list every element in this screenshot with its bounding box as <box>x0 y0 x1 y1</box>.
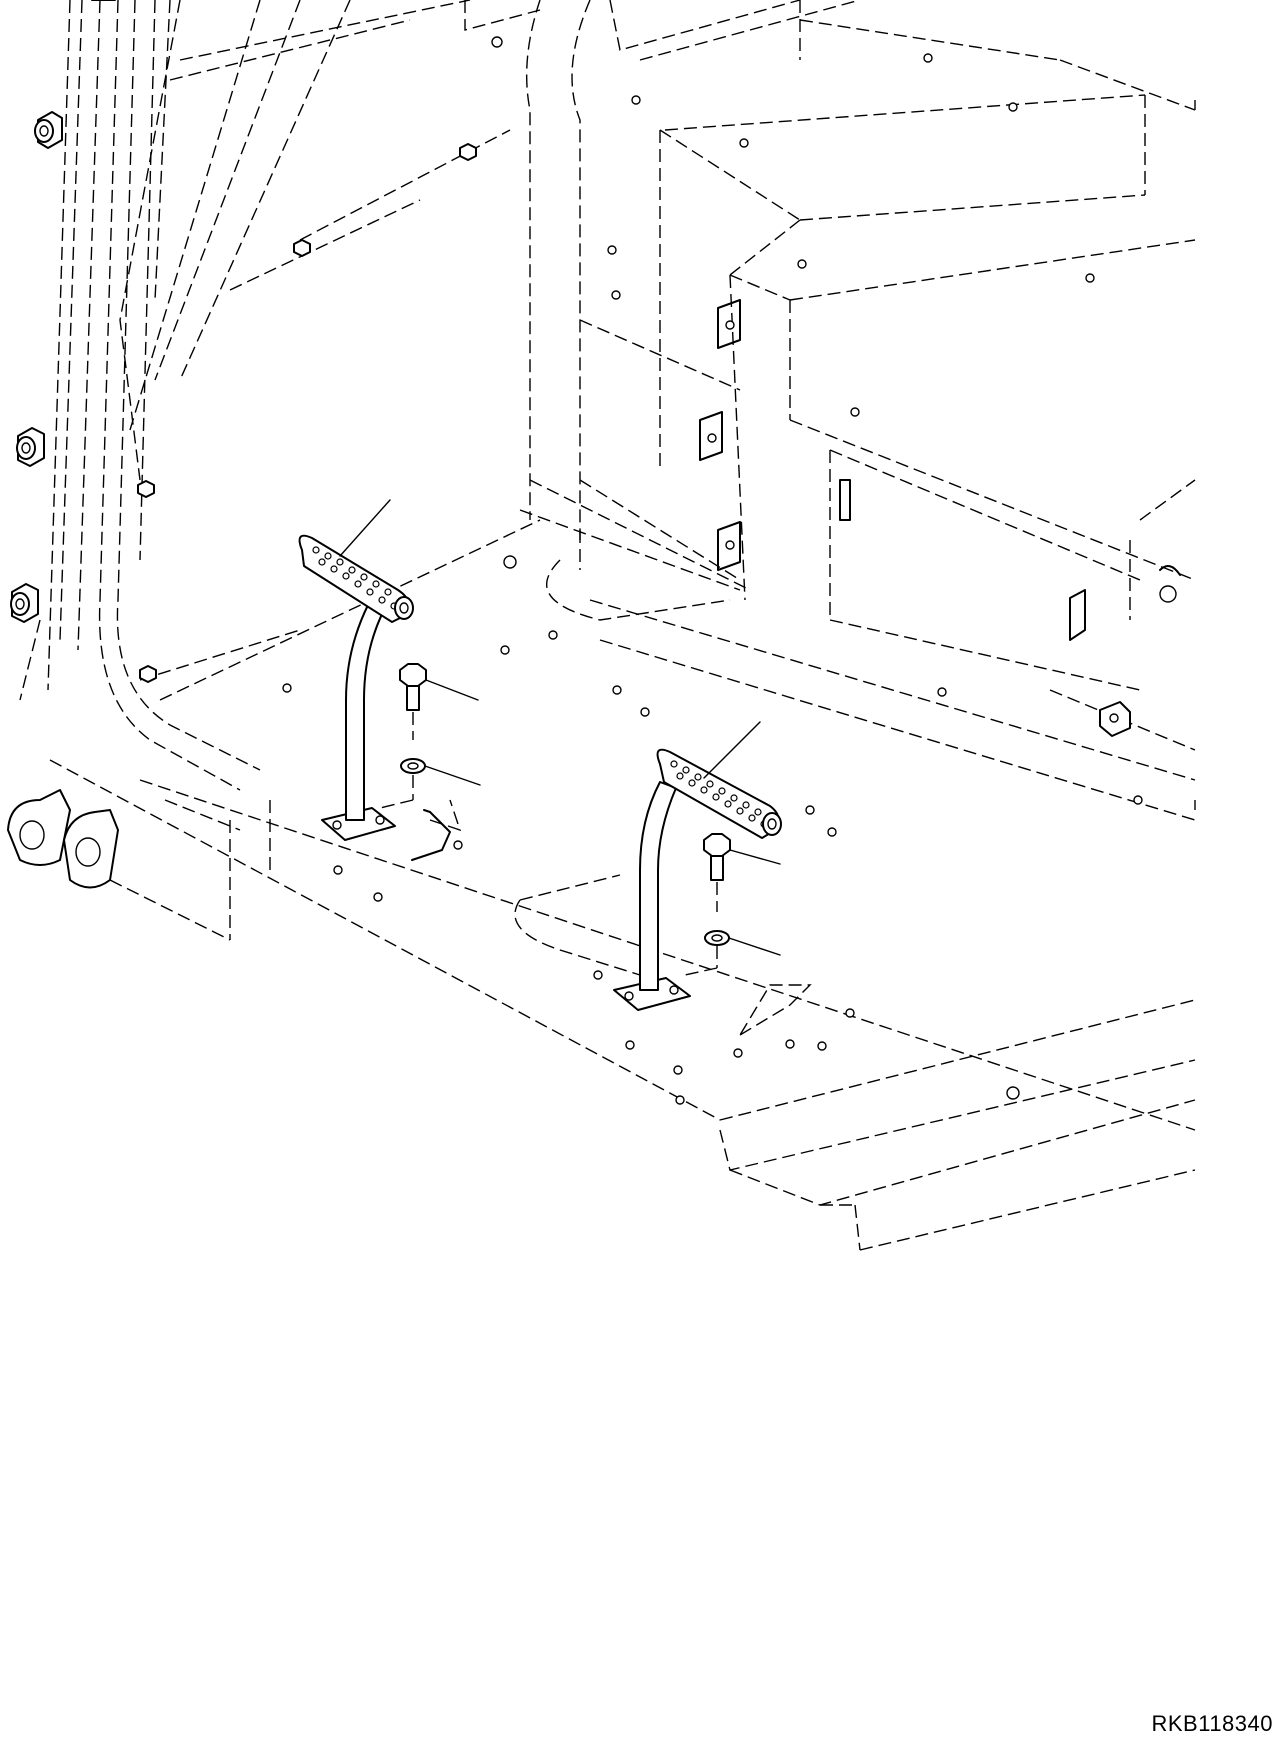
floor-plate <box>49 509 1196 1251</box>
pillar-bosses <box>10 111 63 623</box>
grip-knurl-left <box>312 546 398 610</box>
drawing-code-label: RKB118340 <box>1151 1711 1273 1736</box>
floor-holes <box>282 36 1177 1105</box>
bolt-left <box>379 663 481 809</box>
hinge-brackets <box>7 789 119 889</box>
console-tabs <box>699 299 1181 737</box>
rear-wall <box>229 0 1061 591</box>
right-console <box>589 59 1196 821</box>
boss-lower <box>10 583 39 623</box>
cab-pillar <box>19 0 471 791</box>
grip-knurl-right <box>670 760 768 828</box>
boss-top <box>34 111 63 149</box>
wall-nuts <box>137 143 477 683</box>
grip-handle-right <box>613 721 782 1011</box>
grip-handle-left <box>298 499 451 861</box>
boss-middle <box>16 427 45 467</box>
bolt-right <box>679 833 781 977</box>
